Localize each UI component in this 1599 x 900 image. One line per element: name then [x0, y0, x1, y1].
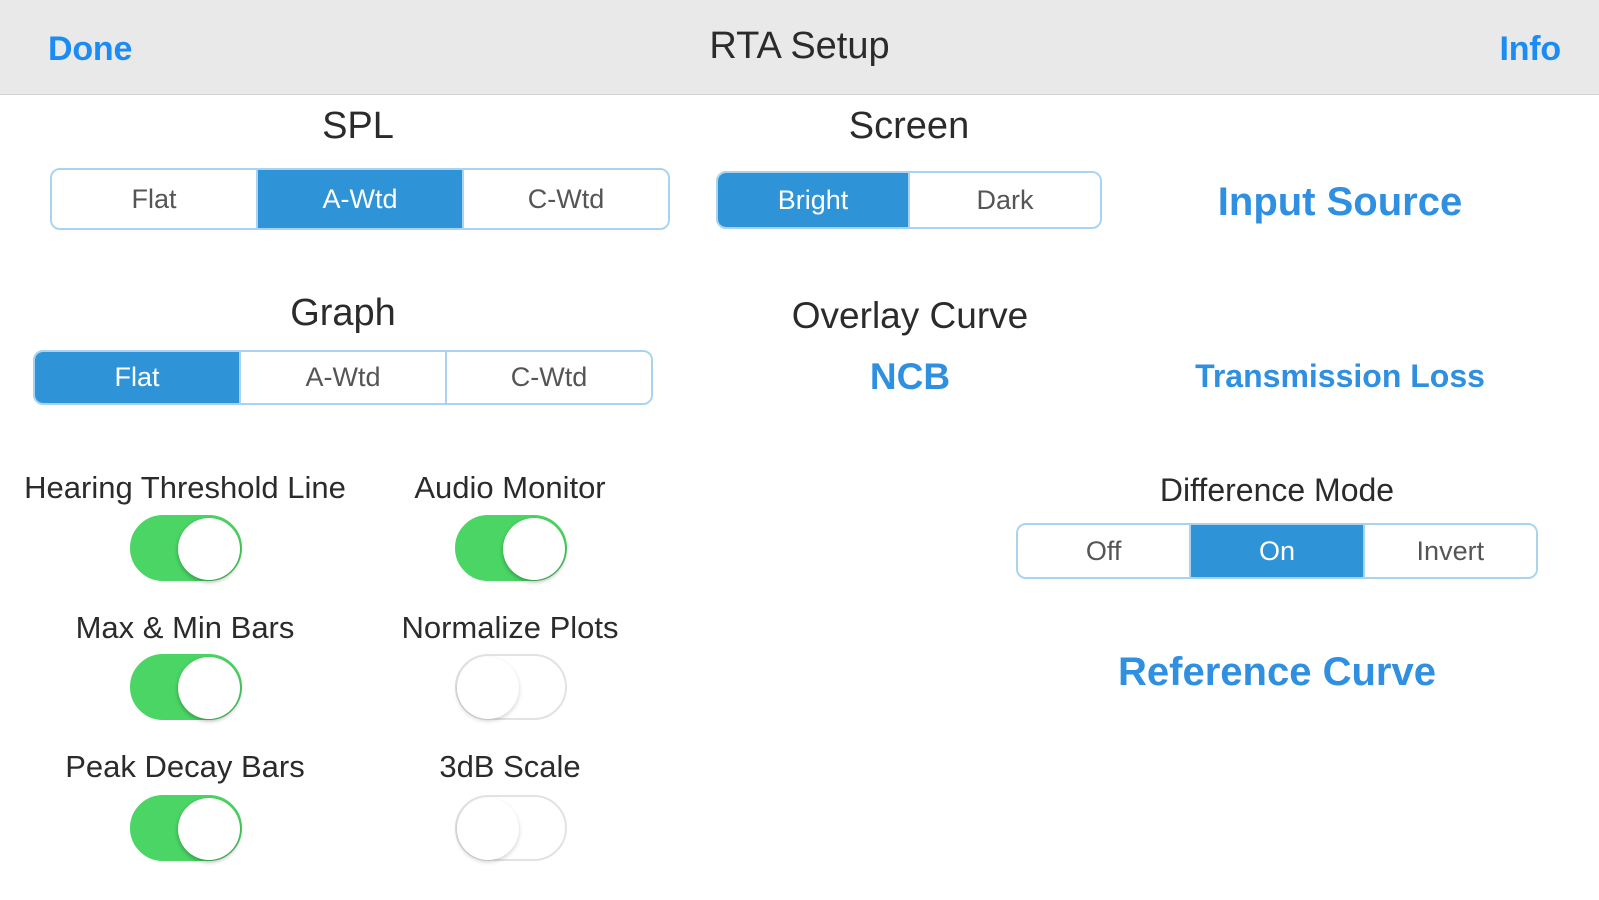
- 3db-scale-label: 3dB Scale: [439, 749, 581, 784]
- overlay-curve-value-button[interactable]: NCB: [869, 356, 951, 397]
- done-button[interactable]: Done: [48, 30, 133, 68]
- difference-mode-segmented-control[interactable]: Off On Invert: [1016, 523, 1538, 579]
- screen-label: Screen: [848, 105, 970, 147]
- peak-decay-bars-label: Peak Decay Bars: [65, 749, 305, 784]
- input-source-button[interactable]: Input Source: [1217, 180, 1463, 224]
- reference-curve-button[interactable]: Reference Curve: [1118, 650, 1436, 694]
- difference-mode-segment-off[interactable]: Off: [1018, 525, 1192, 577]
- difference-mode-segment-invert[interactable]: Invert: [1364, 525, 1536, 577]
- navigation-bar: Done RTA Setup Info: [0, 0, 1599, 95]
- audio-monitor-label: Audio Monitor: [414, 470, 606, 505]
- spl-segment-c-wtd[interactable]: C-Wtd: [464, 170, 668, 228]
- toggle-knob: [503, 518, 565, 580]
- peak-decay-bars-toggle[interactable]: [130, 795, 242, 861]
- hearing-threshold-line-toggle[interactable]: [130, 515, 242, 581]
- transmission-loss-button[interactable]: Transmission Loss: [1195, 358, 1485, 394]
- graph-segment-c-wtd[interactable]: C-Wtd: [447, 352, 651, 403]
- info-button[interactable]: Info: [1499, 30, 1561, 68]
- normalize-plots-toggle[interactable]: [455, 654, 567, 720]
- spl-segment-flat[interactable]: Flat: [52, 170, 258, 228]
- toggle-knob: [457, 798, 519, 860]
- screen-segmented-control[interactable]: Bright Dark: [716, 171, 1102, 229]
- difference-mode-segment-on[interactable]: On: [1191, 525, 1365, 577]
- audio-monitor-toggle[interactable]: [455, 515, 567, 581]
- graph-label: Graph: [290, 292, 396, 334]
- screen-segment-dark[interactable]: Dark: [910, 173, 1100, 227]
- overlay-curve-label: Overlay Curve: [791, 295, 1029, 336]
- screen-segment-bright[interactable]: Bright: [718, 173, 910, 227]
- max-min-bars-toggle[interactable]: [130, 654, 242, 720]
- spl-segment-a-wtd[interactable]: A-Wtd: [258, 170, 464, 228]
- toggle-knob: [178, 518, 240, 580]
- spl-segmented-control[interactable]: Flat A-Wtd C-Wtd: [50, 168, 670, 230]
- spl-label: SPL: [322, 105, 394, 147]
- toggle-knob: [178, 657, 240, 719]
- toggle-knob: [457, 657, 519, 719]
- toggle-knob: [178, 798, 240, 860]
- graph-segmented-control[interactable]: Flat A-Wtd C-Wtd: [33, 350, 653, 405]
- normalize-plots-label: Normalize Plots: [401, 610, 619, 645]
- graph-segment-flat[interactable]: Flat: [35, 352, 241, 403]
- max-min-bars-label: Max & Min Bars: [75, 610, 295, 645]
- 3db-scale-toggle[interactable]: [455, 795, 567, 861]
- page-title: RTA Setup: [709, 25, 890, 67]
- hearing-threshold-line-label: Hearing Threshold Line: [24, 470, 346, 505]
- difference-mode-label: Difference Mode: [1159, 472, 1395, 508]
- graph-segment-a-wtd[interactable]: A-Wtd: [241, 352, 447, 403]
